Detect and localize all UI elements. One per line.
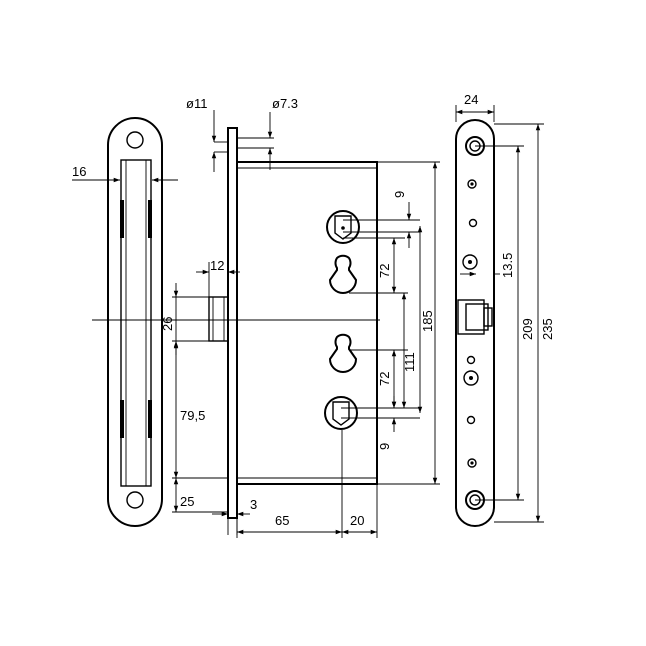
label-72-top: 72 <box>377 264 392 278</box>
follower-top <box>326 210 360 244</box>
dimension-13-5: 13.5 <box>460 250 515 285</box>
dimension-3: 3 <box>212 497 257 535</box>
dimension-209: 209 <box>475 145 535 501</box>
dimension-12: 12 <box>196 258 240 297</box>
faceplate-edge <box>227 127 238 519</box>
dimension-79-5: 79,5 <box>172 342 228 479</box>
strike-plate-screw-hole-bottom <box>126 491 144 509</box>
dimension-9-bottom: 9 <box>377 396 397 450</box>
label-24: 24 <box>464 92 478 107</box>
dimension-26: 26 <box>160 283 209 355</box>
latch-bolt <box>208 296 229 342</box>
label-209: 209 <box>520 318 535 340</box>
label-12: 12 <box>210 258 224 273</box>
label-25: 25 <box>180 494 194 509</box>
dimension-65-20: 65 20 <box>236 430 378 538</box>
lock-body-side <box>208 127 378 519</box>
keyhole-bottom <box>328 333 358 373</box>
label-65: 65 <box>275 513 289 528</box>
label-d73: ø7.3 <box>272 96 298 111</box>
label-79-5: 79,5 <box>180 408 205 423</box>
faceplate-front <box>455 119 495 527</box>
label-13-5: 13.5 <box>500 253 515 278</box>
dimension-16: 16 <box>72 164 178 183</box>
label-185: 185 <box>420 310 435 332</box>
label-d11: ø11 <box>186 96 207 111</box>
faceplate-hole-1 <box>462 254 478 270</box>
label-235: 235 <box>540 318 555 340</box>
label-9-bottom: 9 <box>377 443 392 450</box>
dimension-111: 111 <box>401 293 417 408</box>
label-3: 3 <box>250 497 257 512</box>
faceplate-hole-2 <box>463 370 479 386</box>
dimension-185: 185 <box>417 226 435 413</box>
dimension-24: 24 <box>455 92 495 122</box>
dimension-diameters: ø11 ø7.3 <box>186 96 298 172</box>
label-72-bottom: 72 <box>377 372 392 386</box>
lock-case <box>236 161 378 485</box>
dimension-235: 235 <box>494 123 555 523</box>
strike-plate-outline <box>107 117 163 527</box>
strike-plate-screw-hole-top <box>126 131 144 149</box>
label-111: 111 <box>402 352 417 372</box>
label-9-top: 9 <box>392 191 407 198</box>
dimension-72-bottom: 72 <box>377 350 397 408</box>
faceplate-outline <box>455 119 495 527</box>
keyhole-top <box>328 254 358 294</box>
dimension-72-top: 72 <box>377 238 397 293</box>
dimension-25: 25 <box>172 478 228 513</box>
follower-bottom <box>324 396 358 430</box>
label-26: 26 <box>160 317 175 331</box>
label-16: 16 <box>72 164 86 179</box>
label-20: 20 <box>350 513 364 528</box>
strike-plate <box>107 117 163 527</box>
dimension-9-top: 9 <box>392 191 412 248</box>
latch-opening <box>457 299 485 335</box>
strike-plate-opening <box>120 159 152 487</box>
